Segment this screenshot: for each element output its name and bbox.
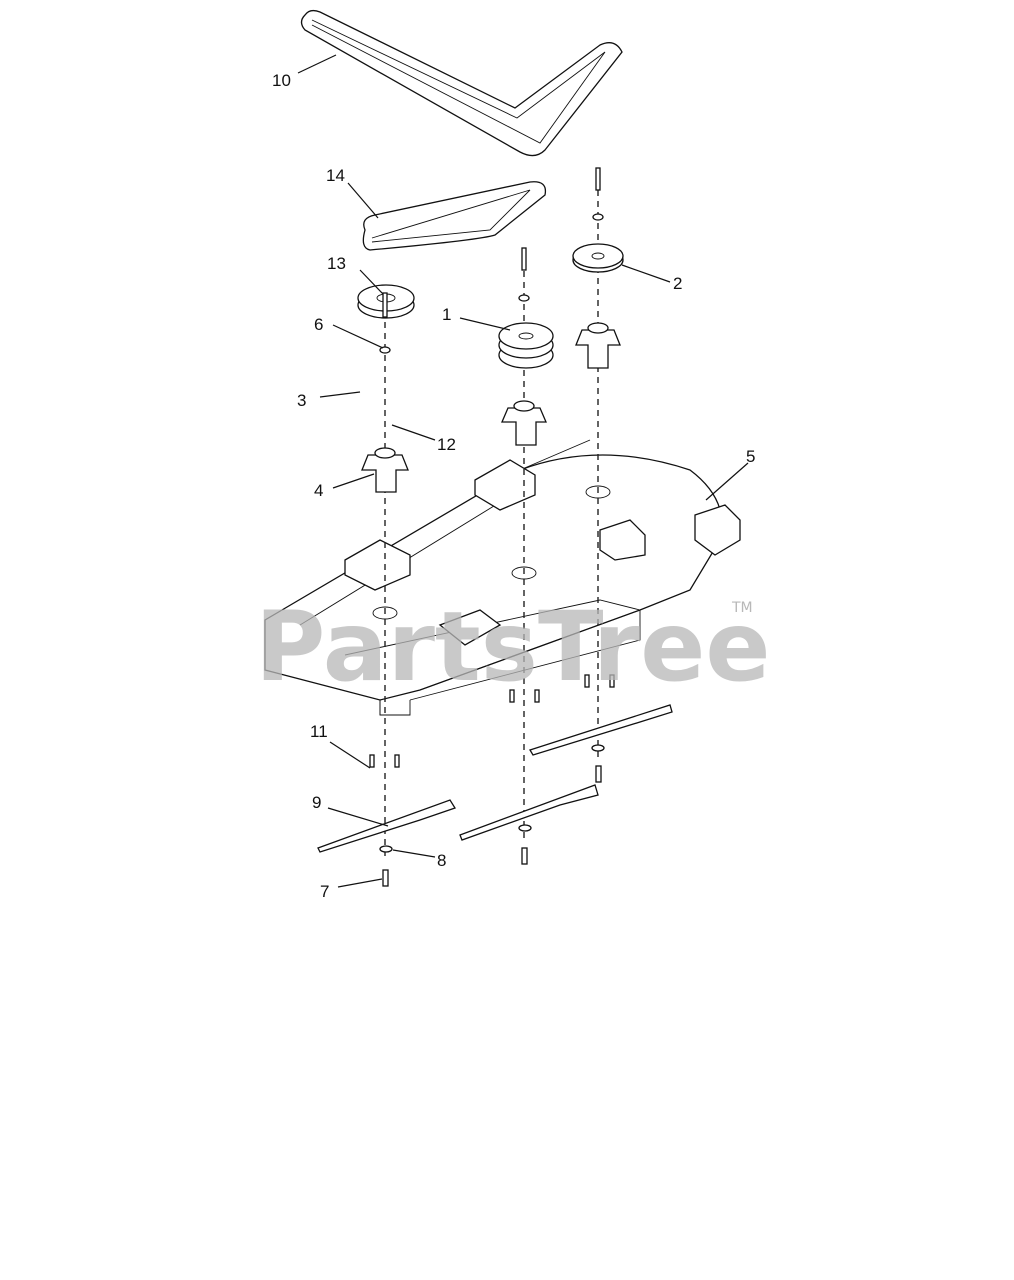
spindle-center [501, 400, 547, 446]
callout-8: 8 [437, 851, 446, 870]
callout-labels: 10 14 13 6 1 2 3 12 4 5 11 9 8 7 [272, 71, 755, 901]
callout-10: 10 [272, 71, 291, 90]
mower-drive-belt [300, 9, 623, 157]
callout-14: 14 [326, 166, 345, 185]
callout-1: 1 [442, 305, 451, 324]
partstree-watermark: PartsTree TM [255, 591, 770, 703]
leader-lines [297, 54, 749, 888]
callout-4: 4 [314, 481, 323, 500]
callout-13: 13 [327, 254, 346, 273]
spindle-right [575, 322, 621, 369]
deck-brackets [344, 459, 741, 646]
watermark-trademark: TM [731, 600, 753, 616]
callout-5: 5 [746, 447, 755, 466]
pulley-center-double [498, 322, 554, 369]
callout-7: 7 [320, 882, 329, 901]
callout-2: 2 [673, 274, 682, 293]
blades [317, 704, 673, 853]
callout-9: 9 [312, 793, 321, 812]
callout-3: 3 [297, 391, 306, 410]
callout-12: 12 [437, 435, 456, 454]
assembly-center-lines [384, 190, 599, 860]
pulley-right [572, 243, 624, 273]
spindle-left [361, 447, 409, 493]
watermark-text: PartsTree [255, 591, 770, 703]
hardware [369, 167, 615, 887]
callout-11: 11 [310, 722, 328, 741]
callout-6: 6 [314, 315, 323, 334]
